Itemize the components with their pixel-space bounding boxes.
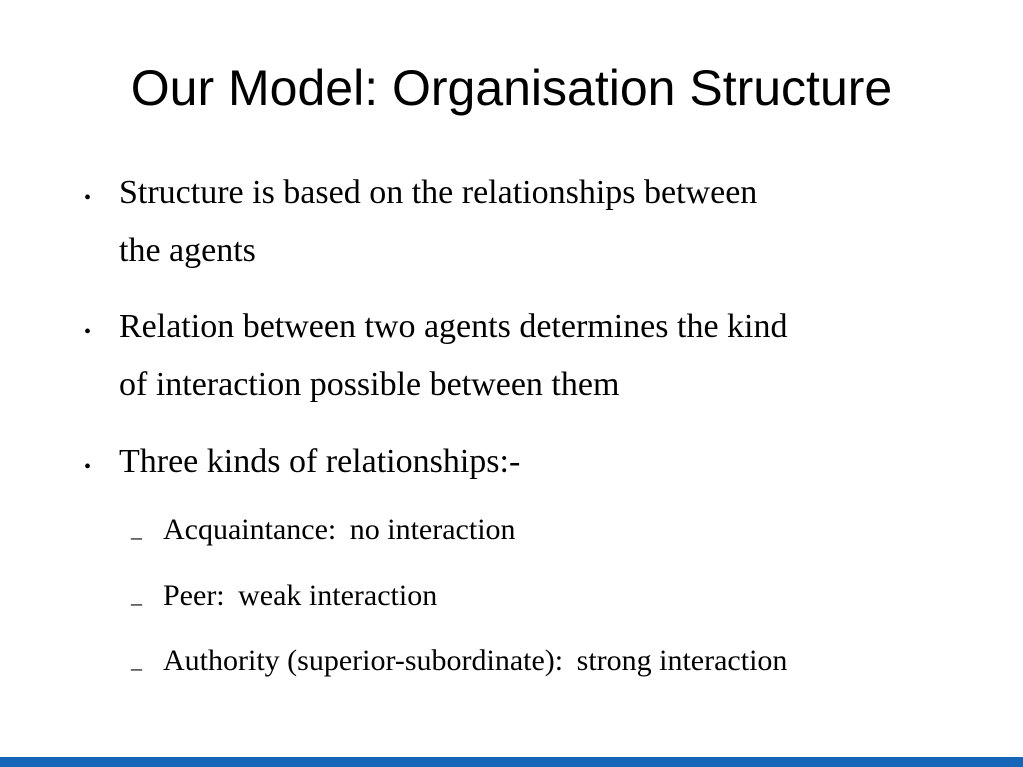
bullet-dot-icon: •	[84, 456, 92, 478]
sub-bullet-text: Acquaintance: no interaction	[163, 512, 516, 548]
bullet-text-line: Structure is based on the relationships …	[119, 174, 758, 211]
slide-title: Our Model: Organisation Structure	[130, 60, 893, 116]
sub-bullet-text: Peer: weak interaction	[163, 578, 437, 614]
bullet-text-line: of interaction possible between them	[119, 366, 620, 403]
bullet-text-line: Three kinds of relationships:-	[119, 443, 521, 480]
relationship-term: Peer:	[163, 579, 225, 612]
relationship-term: Authority (superior-subordinate):	[163, 644, 564, 677]
sub-bullet-text: Authority (superior-subordinate): strong …	[163, 643, 787, 679]
bullet-dot-icon: •	[84, 187, 92, 209]
dash-icon: –	[131, 655, 142, 680]
relationship-description: no interaction	[349, 513, 516, 546]
dash-icon: –	[131, 590, 142, 615]
bullet-text-line: Relation between two agents determines t…	[119, 308, 788, 345]
relationship-description: weak interaction	[238, 579, 438, 612]
footer-bar	[0, 757, 1023, 767]
relationship-term: Acquaintance:	[163, 513, 337, 546]
dash-icon: –	[131, 524, 142, 549]
relationship-description: strong interaction	[576, 644, 788, 677]
bullet-dot-icon: •	[84, 321, 92, 343]
bullet-text-line: the agents	[119, 232, 256, 269]
